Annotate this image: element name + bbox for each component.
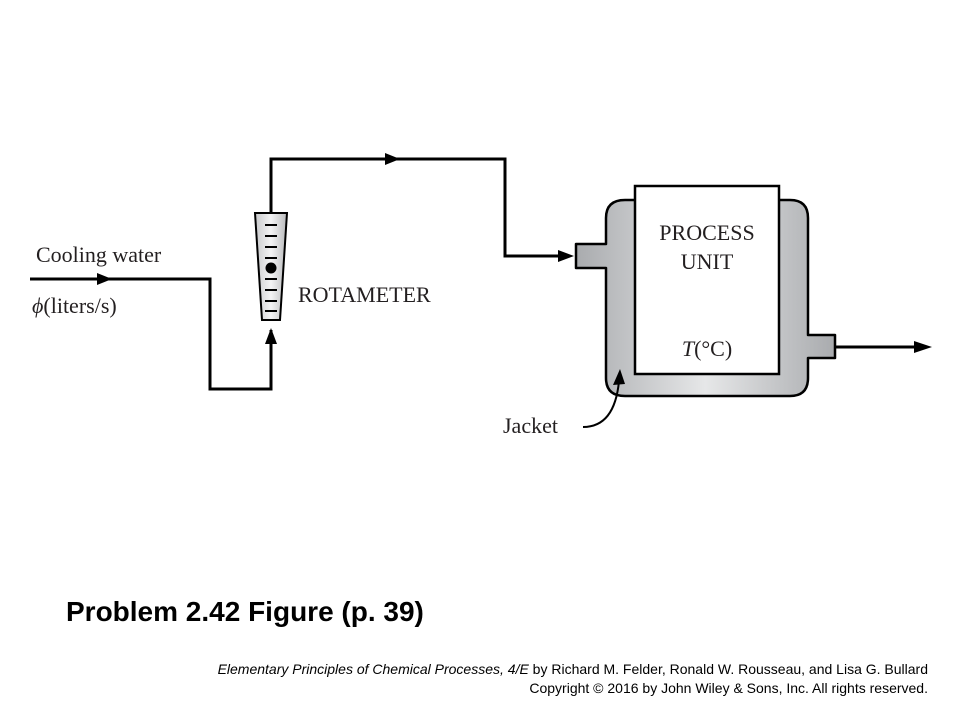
- rotameter: [253, 212, 289, 321]
- temperature-symbol: T: [682, 336, 696, 361]
- rotameter-inlet-arrow: [265, 328, 277, 344]
- flow-rate-units: (liters/s): [43, 293, 116, 318]
- transfer-flow-arrow: [385, 153, 400, 165]
- process-unit-box: [633, 184, 781, 376]
- outlet-flow-arrow: [914, 341, 932, 353]
- rotameter-float: [265, 262, 277, 274]
- process-unit-label-line2: UNIT: [681, 249, 734, 274]
- inlet-label-flow-rate: ϕ(liters/s): [32, 293, 117, 318]
- jacket-label: Jacket: [503, 413, 558, 438]
- inlet-flow-arrow: [97, 273, 112, 285]
- temperature-units: (°C): [694, 336, 732, 361]
- book-title: Elementary Principles of Chemical Proces…: [217, 661, 529, 677]
- figure-caption-title: Problem 2.42 Figure (p. 39): [66, 596, 424, 627]
- inlet-label-cooling-water: Cooling water: [36, 242, 162, 267]
- credits-line-book: Elementary Principles of Chemical Proces…: [218, 660, 928, 679]
- process-unit-temperature: T(°C): [682, 336, 732, 361]
- book-authors: by Richard M. Felder, Ronald W. Rousseau…: [528, 661, 928, 677]
- rotameter-label: ROTAMETER: [298, 282, 431, 307]
- process-unit-label-line1: PROCESS: [659, 220, 754, 245]
- flow-rate-symbol: ϕ: [32, 293, 43, 318]
- figure-credits: Elementary Principles of Chemical Proces…: [218, 660, 928, 698]
- transfer-pipe: [269, 157, 560, 258]
- jacket-leader-arrow: [613, 369, 625, 385]
- inlet-pipe: [30, 277, 273, 391]
- jacket-leader-line: [582, 380, 620, 428]
- jacket-inlet-arrow: [558, 250, 574, 262]
- credits-line-copyright: Copyright © 2016 by John Wiley & Sons, I…: [529, 680, 928, 696]
- rotameter-scale-marks: [265, 224, 277, 312]
